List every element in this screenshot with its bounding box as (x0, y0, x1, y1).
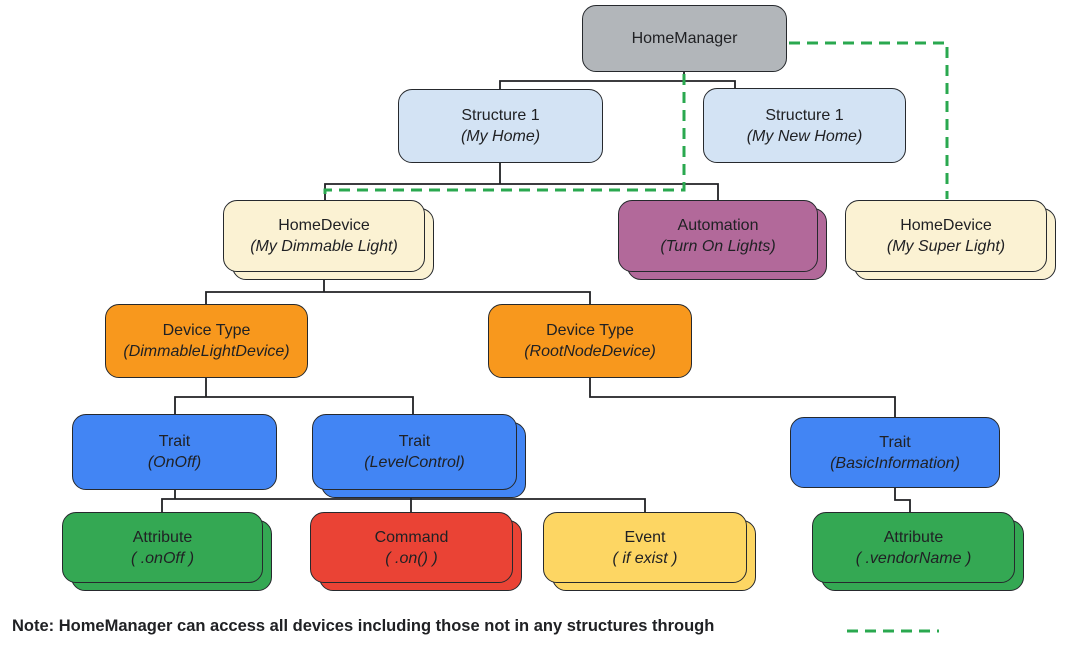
link-devicetype1-traits (174, 396, 414, 414)
node-title: Automation (677, 217, 759, 234)
node-subtitle: (DimmableLightDevice) (123, 343, 290, 360)
node-title: Attribute (132, 528, 193, 546)
node-subtitle: ( if exist ) (612, 549, 678, 567)
node-attribute-onoff: Attribute ( .onOff ) (62, 512, 272, 591)
node-title: Event (624, 528, 666, 546)
node-face: Attribute ( .vendorName ) (812, 512, 1015, 583)
node-title: HomeDevice (278, 217, 370, 234)
node-subtitle: (My New Home) (746, 127, 863, 145)
node-subtitle: (LevelControl) (364, 454, 465, 471)
node-title: Trait (879, 433, 911, 451)
link-devicetype2-trait-basicinfo (589, 378, 896, 417)
link-basicinfo-vendorname (894, 488, 911, 512)
node-face: HomeManager (582, 5, 787, 72)
node-homedevice-super: HomeDevice (My Super Light) (845, 200, 1056, 280)
node-title: Device Type (546, 322, 634, 339)
node-face: Structure 1 (My New Home) (703, 88, 906, 163)
node-homemanager: HomeManager (582, 5, 787, 72)
node-face: Trait (OnOff) (72, 414, 277, 490)
node-face: Automation (Turn On Lights) (618, 200, 818, 272)
node-subtitle: (RootNodeDevice) (524, 343, 656, 360)
node-homedevice-dimmable: HomeDevice (My Dimmable Light) (223, 200, 434, 280)
node-trait-onoff: Trait (OnOff) (72, 414, 277, 490)
node-title: Structure 1 (765, 106, 844, 124)
link-homedevice-devicetypes (205, 291, 591, 304)
node-title: Command (374, 528, 449, 546)
node-face: Trait (BasicInformation) (790, 417, 1000, 488)
node-trait-basicinfo: Trait (BasicInformation) (790, 417, 1000, 488)
node-event-ifexist: Event ( if exist ) (543, 512, 756, 591)
node-face: Trait (LevelControl) (312, 414, 517, 490)
node-trait-levelcontrol: Trait (LevelControl) (312, 414, 526, 498)
node-subtitle: ( .vendorName ) (855, 549, 972, 567)
node-title: HomeManager (631, 30, 738, 47)
node-title: Device Type (162, 322, 251, 339)
green-dashed-links (323, 41, 949, 633)
node-subtitle: ( .onOff ) (130, 549, 195, 567)
node-title: Structure 1 (461, 107, 540, 124)
node-face: HomeDevice (My Super Light) (845, 200, 1047, 272)
node-devicetype-dimmable: Device Type (DimmableLightDevice) (105, 304, 308, 378)
node-structure-my-home: Structure 1 (My Home) (398, 89, 603, 163)
node-devicetype-rootnode: Device Type (RootNodeDevice) (488, 304, 692, 378)
node-title: Attribute (883, 528, 944, 546)
node-automation: Automation (Turn On Lights) (618, 200, 827, 280)
link-traits-children-bus (161, 498, 646, 512)
node-title: HomeDevice (900, 217, 992, 234)
node-subtitle: ( .on() ) (385, 549, 438, 567)
node-subtitle: (My Dimmable Light) (250, 238, 398, 255)
node-face: HomeDevice (My Dimmable Light) (223, 200, 425, 272)
node-subtitle: (My Super Light) (886, 238, 1006, 255)
link-homemanager-structures (499, 80, 736, 89)
node-subtitle: (BasicInformation) (830, 454, 960, 472)
node-attribute-vendorname: Attribute ( .vendorName ) (812, 512, 1024, 591)
node-face: Event ( if exist ) (543, 512, 747, 583)
footer-note: Note: HomeManager can access all devices… (12, 617, 715, 635)
node-face: Attribute ( .onOff ) (62, 512, 263, 583)
node-command-on: Command ( .on() ) (310, 512, 522, 591)
node-subtitle: (OnOff) (147, 454, 202, 471)
node-face: Structure 1 (My Home) (398, 89, 603, 163)
node-title: Trait (398, 433, 431, 450)
dashed-link-homemanager-dimmable-light (323, 74, 686, 199)
node-face: Command ( .on() ) (310, 512, 513, 583)
node-face: Device Type (DimmableLightDevice) (105, 304, 308, 378)
node-subtitle: (Turn On Lights) (660, 238, 776, 255)
dashed-link-homemanager-super-light (789, 41, 949, 199)
node-title: Trait (158, 433, 191, 450)
link-structure1-children (324, 183, 719, 200)
node-subtitle: (My Home) (460, 128, 541, 145)
node-face: Device Type (RootNodeDevice) (488, 304, 692, 378)
node-structure-my-new-home: Structure 1 (My New Home) (703, 88, 906, 163)
